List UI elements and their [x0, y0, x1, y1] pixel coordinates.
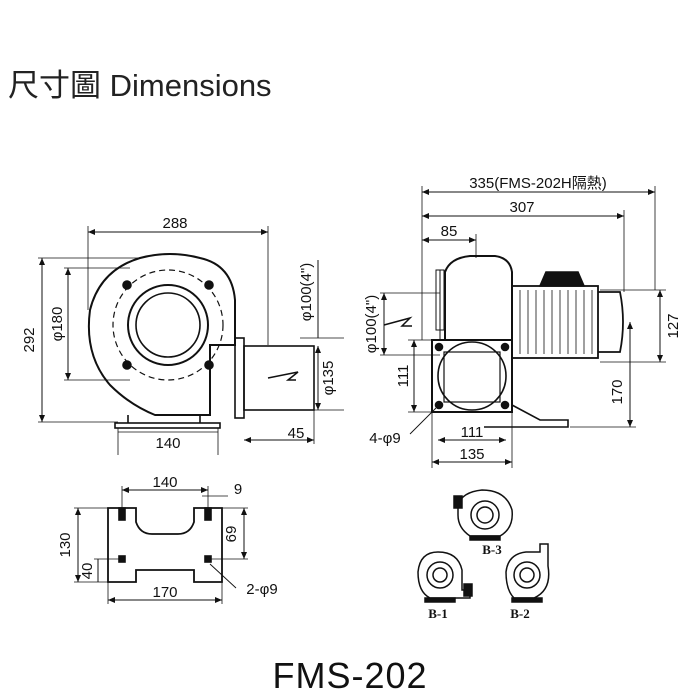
orientation-label-b3: B-3 [482, 542, 502, 557]
holes-4-phi-9: 4-φ9 [369, 430, 400, 447]
dim-outlet-phi-100: φ100(4") [298, 263, 315, 321]
dim-170: 170 [609, 379, 626, 404]
dim-base-69: 69 [223, 526, 240, 543]
holes-2-phi-9: 2-φ9 [246, 581, 277, 598]
orientation-label-b2: B-2 [510, 606, 530, 621]
dim-288: 288 [162, 215, 187, 232]
model-label: FMS-202 [272, 655, 428, 696]
dim-phi-180: φ180 [49, 307, 66, 342]
dim-111-vertical: 111 [395, 365, 412, 388]
orientation-b3 [453, 489, 513, 541]
dim-292: 292 [21, 327, 38, 352]
orientation-b1 [417, 551, 473, 603]
dim-111-horizontal: 111 [461, 424, 484, 441]
dim-base-130: 130 [57, 532, 74, 557]
dim-slot-9: 9 [234, 481, 242, 498]
dim-base-top-140: 140 [152, 474, 177, 491]
dim-85: 85 [441, 223, 458, 240]
dim-base-40: 40 [79, 563, 96, 580]
dim-phi-135: φ135 [320, 361, 337, 396]
dim-307: 307 [509, 199, 534, 216]
front-view [38, 226, 344, 455]
orientation-b2 [505, 543, 550, 603]
side-view [380, 186, 666, 468]
base-view [74, 486, 248, 604]
dim-135: 135 [459, 446, 484, 463]
dim-base-170: 170 [152, 584, 177, 601]
dim-inlet-phi-100: φ100(4") [363, 295, 380, 353]
dim-45: 45 [288, 425, 305, 442]
dim-127: 127 [665, 313, 682, 338]
dim-base-140: 140 [155, 435, 180, 452]
orientation-label-b1: B-1 [428, 606, 448, 621]
page-title: 尺寸圖 Dimensions [8, 68, 272, 103]
dim-335: 335(FMS-202H隔熱) [469, 175, 607, 192]
